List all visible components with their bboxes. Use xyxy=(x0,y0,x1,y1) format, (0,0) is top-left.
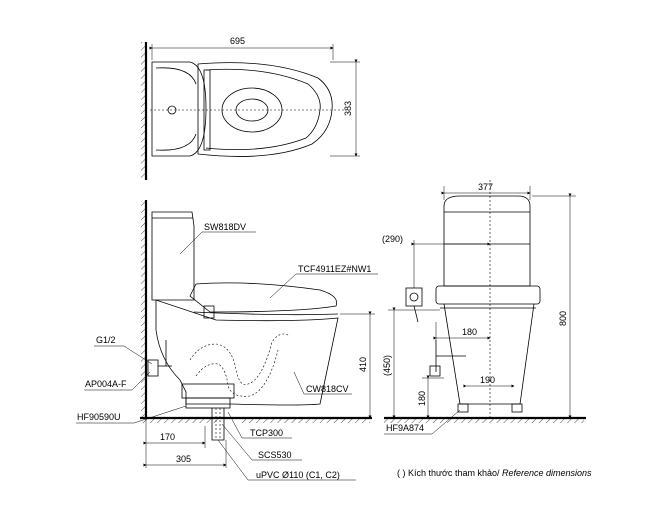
label-scs: SCS530 xyxy=(258,450,292,460)
label-flange: HF90590U xyxy=(77,412,121,422)
note-en: Reference dimensions xyxy=(501,468,592,478)
dim-695: 695 xyxy=(230,36,245,46)
dim-190: 190 xyxy=(480,375,495,385)
side-valve xyxy=(147,359,159,377)
side-seat xyxy=(189,282,338,313)
side-view: 410 170 305 SW818DV TCF4911EZ#NW1 CW818C… xyxy=(76,200,378,481)
top-supply-point xyxy=(167,105,177,115)
top-view: 695 383 xyxy=(141,36,360,180)
label-seat: TCF4911EZ#NW1 xyxy=(298,264,371,274)
label-bowl: CW818CV xyxy=(306,384,349,394)
side-tank xyxy=(151,211,195,301)
label-pipe: uPVC Ø110 (C1, C2) xyxy=(256,470,340,480)
label-inlet: G1/2 xyxy=(96,335,116,345)
front-seat xyxy=(435,285,541,305)
front-bowl xyxy=(443,303,535,405)
reference-dimensions-note: ( ) Kích thước tham khảo/ Reference dime… xyxy=(397,468,592,478)
label-tank: SW818DV xyxy=(204,222,246,232)
label-valve: AP004A-F xyxy=(85,379,127,389)
dim-383: 383 xyxy=(343,101,353,116)
dim-410: 410 xyxy=(358,357,368,372)
side-trapway xyxy=(189,333,291,385)
side-outlet-block xyxy=(181,383,235,399)
dim-180b: 180 xyxy=(417,391,427,406)
dim-305: 305 xyxy=(176,454,191,464)
label-tcp: TCP300 xyxy=(250,428,283,438)
dim-450: (450) xyxy=(382,355,392,376)
top-bowl xyxy=(197,62,333,157)
front-tank xyxy=(443,195,531,287)
side-wall-hatch xyxy=(141,200,146,418)
note-vi: ( ) Kích thước tham khảo/ xyxy=(397,468,500,478)
label-base: HF9A874 xyxy=(386,423,424,433)
top-wall-hatch xyxy=(141,42,146,180)
dim-180a: 180 xyxy=(462,327,477,337)
front-valve xyxy=(429,365,441,377)
front-view: 377 (290) 180 190 (450) 180 800 HF9A874 xyxy=(382,180,586,435)
dim-170: 170 xyxy=(160,432,175,442)
dim-290: (290) xyxy=(382,234,403,244)
front-control-box xyxy=(405,287,423,307)
top-tank xyxy=(151,61,207,157)
dim-800: 800 xyxy=(558,311,568,326)
side-bowl xyxy=(155,299,339,406)
dim-377: 377 xyxy=(478,182,493,192)
